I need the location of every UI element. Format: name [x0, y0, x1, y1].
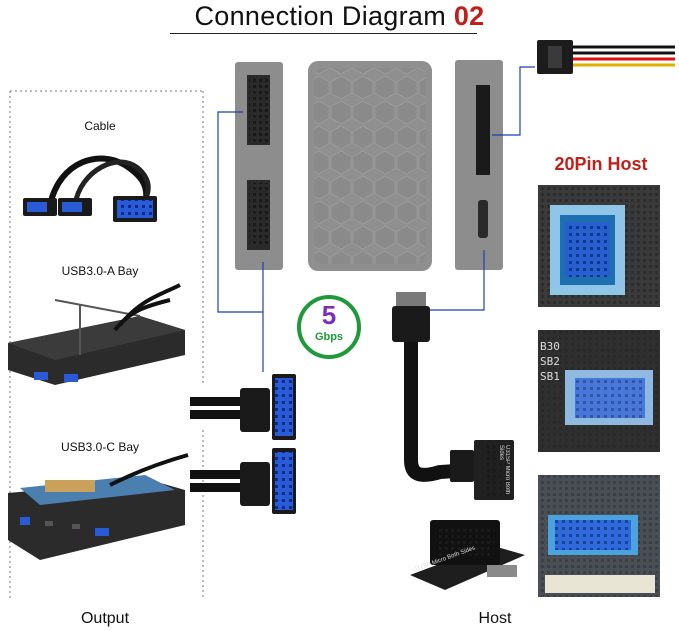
output-dotted-frame [9, 90, 204, 598]
usb-c-bay-illustration [8, 453, 189, 560]
hub-top-panel [308, 61, 432, 271]
usb-a-bay-illustration [8, 283, 185, 385]
title-main: Connection Diagram [194, 1, 447, 31]
host-label: Host [478, 610, 512, 627]
host-20pin-label: 20Pin Host [554, 154, 648, 174]
diagram-title: Connection Diagram 02 [0, 1, 679, 31]
hub-left-panel [235, 62, 283, 270]
svg-text:SB2: SB2 [540, 355, 560, 368]
hub-right-panel [455, 60, 503, 270]
title-underline [170, 33, 477, 34]
svg-text:B30: B30 [540, 340, 560, 353]
output-cable-upper [190, 374, 296, 440]
speed-badge-value: 5 [321, 300, 337, 330]
host-photo-1 [538, 185, 660, 307]
speed-badge-ring [297, 295, 361, 359]
adapter-side-text: U31SP Micro Both Sides [498, 445, 510, 495]
title-number: 02 [453, 1, 485, 31]
host-adapter-illustration [410, 520, 525, 590]
speed-badge-unit: Gbps [314, 331, 344, 343]
usb-a-bay-label: USB3.0-A Bay [61, 264, 139, 278]
output-cable-lower [190, 448, 296, 514]
cable-label: Cable [84, 119, 116, 133]
sata-power-connector [537, 40, 675, 74]
cable-illustration [23, 155, 157, 222]
output-label: Output [80, 610, 130, 627]
usb-c-bay-label: USB3.0-C Bay [60, 440, 140, 454]
host-photo-2: B30 SB2 SB1 [538, 330, 660, 452]
svg-text:SB1: SB1 [540, 370, 560, 383]
host-micro-b-cable [392, 292, 514, 500]
host-photo-3 [538, 475, 660, 597]
